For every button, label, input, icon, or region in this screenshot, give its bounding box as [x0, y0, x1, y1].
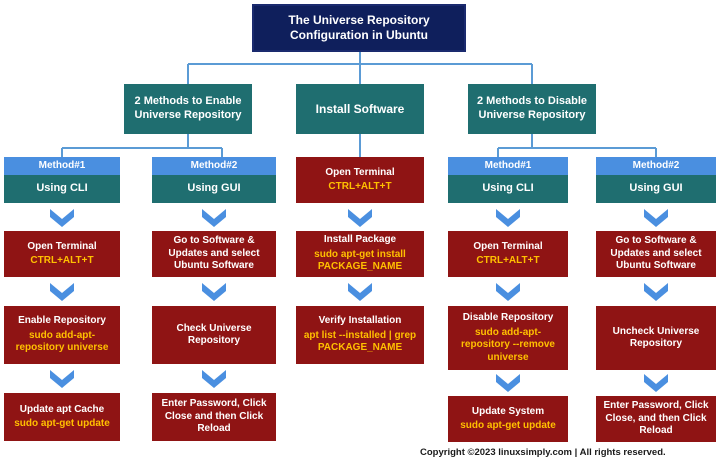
disable-m2-step1-text: Go to Software & Updates and select Ubun… [610, 235, 702, 272]
enable-m1-step3-text: Update apt Cache [19, 403, 105, 415]
install-step1-cmd: sudo apt-get install PACKAGE_NAME [314, 248, 406, 273]
chevron-down-icon [50, 209, 74, 227]
copyright-text: Copyright ©2023 linuxsimply.com | All ri… [420, 447, 666, 458]
connector-enable-to-methods [61, 134, 223, 157]
chevron-down-icon [644, 374, 668, 392]
chevron-down-icon [496, 209, 520, 227]
enable-m1-step1: Open Terminal CTRL+ALT+T [4, 231, 120, 277]
chevron-down-icon [202, 209, 226, 227]
chevron-down-icon [496, 283, 520, 301]
chevron-down-icon [202, 370, 226, 388]
branch-install-label: Install Software [315, 101, 405, 116]
disable-m1-method-label: Method#1 [484, 159, 532, 171]
enable-m1-via: Using CLI [4, 175, 120, 203]
enable-m1-step1-text: Open Terminal [27, 240, 97, 252]
enable-m2-via: Using GUI [152, 175, 276, 203]
disable-m1-step1-text: Open Terminal [473, 240, 543, 252]
install-step2: Verify Installation apt list --installed… [296, 306, 424, 364]
disable-m1-step2-text: Disable Repository [462, 312, 554, 323]
chevron-down-icon [348, 209, 372, 227]
disable-m2-step2-text: Uncheck Universe Repository [612, 325, 700, 350]
disable-m2-method: Method#2 [596, 157, 716, 175]
disable-m1-step3-cmd: sudo apt-get update [460, 420, 556, 431]
enable-m2-step1: Go to Software & Updates and select Ubun… [152, 231, 276, 277]
chevron-down-icon [50, 283, 74, 301]
enable-m1-method-label: Method#1 [38, 159, 86, 171]
enable-m2-method: Method#2 [152, 157, 276, 175]
branch-install: Install Software [296, 84, 424, 134]
connector-title-to-branches [187, 52, 533, 84]
chevron-down-icon [496, 374, 520, 392]
install-step0-cmd: CTRL+ALT+T [328, 181, 392, 192]
install-step2-cmd: apt list --installed | grep PACKAGE_NAME [303, 329, 417, 354]
disable-m1-step2-cmd: sudo add-apt-repository --remove univers… [461, 326, 555, 363]
chevron-down-icon [50, 370, 74, 388]
enable-m1-step3-cmd: sudo apt-get update [14, 418, 110, 429]
chevron-down-icon [202, 283, 226, 301]
disable-m1-via: Using CLI [448, 175, 568, 203]
disable-m2-step3: Enter Password, Click Close, and then Cl… [596, 396, 716, 442]
install-step0-text: Open Terminal [325, 166, 395, 178]
disable-m2-via: Using GUI [596, 175, 716, 203]
install-step1-text: Install Package [323, 234, 397, 246]
title-text: The Universe Repository Configuration in… [288, 13, 430, 42]
branch-enable: 2 Methods to Enable Universe Repository [124, 84, 252, 134]
disable-m2-step2: Uncheck Universe Repository [596, 306, 716, 370]
title-box: The Universe Repository Configuration in… [252, 4, 466, 52]
enable-m1-step3: Update apt Cache sudo apt-get update [4, 393, 120, 441]
enable-m1-step2-text: Enable Repository [18, 315, 106, 327]
branch-disable-label: 2 Methods to Disable Universe Repository [476, 95, 588, 121]
disable-m1-via-label: Using CLI [482, 182, 534, 195]
disable-m2-step1: Go to Software & Updates and select Ubun… [596, 231, 716, 277]
enable-m2-step2: Check Universe Repository [152, 306, 276, 364]
connector-disable-to-methods [497, 134, 657, 157]
enable-m1-step1-cmd: CTRL+ALT+T [30, 255, 94, 266]
enable-m2-step3-text: Enter Password, Click Close and then Cli… [161, 398, 267, 435]
disable-m1-step3: Update System sudo apt-get update [448, 396, 568, 442]
install-step0: Open Terminal CTRL+ALT+T [296, 157, 424, 203]
enable-m2-step3: Enter Password, Click Close and then Cli… [152, 393, 276, 441]
enable-m2-method-label: Method#2 [190, 159, 238, 171]
enable-m2-step1-text: Go to Software & Updates and select Ubun… [168, 235, 260, 272]
chevron-down-icon [644, 283, 668, 301]
disable-m1-step1-cmd: CTRL+ALT+T [476, 255, 540, 266]
enable-m1-method: Method#1 [4, 157, 120, 175]
chevron-down-icon [644, 209, 668, 227]
install-step2-text: Verify Installation [318, 315, 402, 327]
enable-m1-step2-cmd: sudo add-apt-repository universe [15, 329, 109, 354]
enable-m2-step2-text: Check Universe Repository [176, 322, 252, 347]
chevron-down-icon [348, 283, 372, 301]
disable-m1-method: Method#1 [448, 157, 568, 175]
enable-m1-via-label: Using CLI [36, 182, 88, 195]
enable-m1-step2: Enable Repository sudo add-apt-repositor… [4, 306, 120, 364]
branch-disable: 2 Methods to Disable Universe Repository [468, 84, 596, 134]
disable-m1-step3-text: Update System [471, 405, 545, 417]
enable-m2-via-label: Using GUI [187, 182, 241, 195]
disable-m1-step2: Disable Repository sudo add-apt-reposito… [448, 306, 568, 370]
disable-m2-via-label: Using GUI [629, 182, 683, 195]
branch-enable-label: 2 Methods to Enable Universe Repository [134, 95, 242, 121]
disable-m1-step1: Open Terminal CTRL+ALT+T [448, 231, 568, 277]
install-step1: Install Package sudo apt-get install PAC… [296, 231, 424, 277]
disable-m2-method-label: Method#2 [632, 159, 680, 171]
disable-m2-step3-text: Enter Password, Click Close, and then Cl… [603, 400, 709, 437]
